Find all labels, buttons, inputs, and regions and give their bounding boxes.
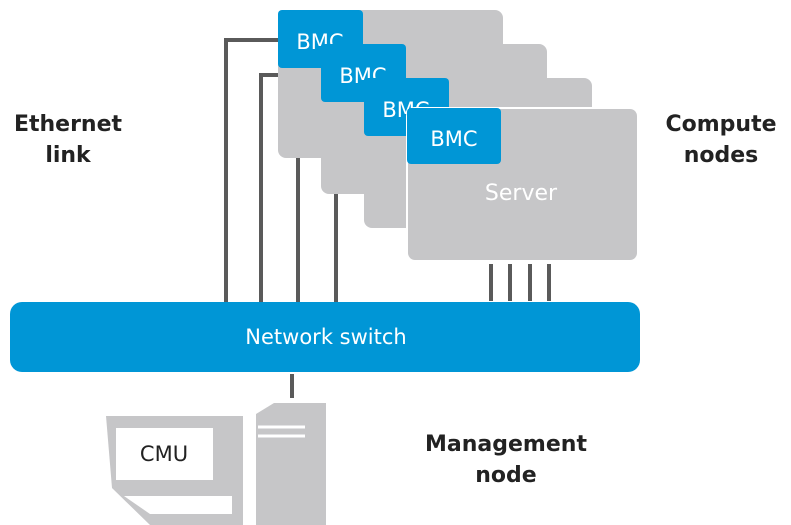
- server-label: Server: [485, 181, 558, 206]
- bmc-label: BMC: [430, 127, 477, 151]
- laptop: CMU: [106, 416, 243, 525]
- laptop-keyboard: [124, 496, 232, 514]
- ethernet-link-label-line1: Ethernet: [14, 112, 123, 137]
- ethernet-link-1: [224, 38, 282, 302]
- cmu-label: CMU: [140, 442, 188, 466]
- compute-nodes-label-line1: Compute: [665, 112, 776, 137]
- management-server-tower: [256, 403, 326, 525]
- server-ports: [489, 264, 551, 301]
- laptop-display: [116, 428, 213, 480]
- ethernet-link-label-line2: link: [45, 143, 92, 168]
- compute-node-4: BMC Server: [406, 107, 639, 262]
- management-node-label-line1: Management: [425, 432, 587, 457]
- tower-body: [256, 403, 326, 525]
- management-node-label-line2: node: [475, 463, 536, 488]
- network-switch-label: Network switch: [245, 325, 406, 349]
- compute-nodes-label-line2: nodes: [684, 143, 759, 168]
- network-switch: [10, 302, 640, 372]
- bmc-box: [407, 108, 501, 164]
